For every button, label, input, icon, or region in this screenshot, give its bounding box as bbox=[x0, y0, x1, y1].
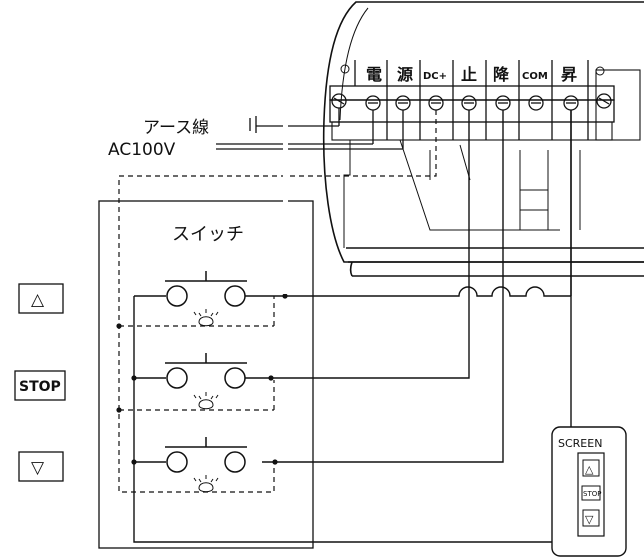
ac100v-label: AC100V bbox=[108, 140, 176, 160]
down-button-symbol: ▽ bbox=[31, 458, 45, 478]
switch-box-title: スイッチ bbox=[172, 224, 244, 245]
remote-stop-label: STOP bbox=[583, 490, 601, 498]
common-rail bbox=[133, 110, 572, 543]
up-indicator-lamp bbox=[193, 309, 219, 327]
riser-mask bbox=[283, 100, 288, 294]
remote-panel: SCREEN △ STOP ▽ bbox=[551, 426, 627, 557]
indicator-lamps bbox=[193, 309, 219, 493]
terminal-label-power2: 源 bbox=[397, 65, 413, 84]
stop-button-label: STOP bbox=[19, 379, 61, 395]
up-switch-contact-right bbox=[224, 285, 246, 307]
switch-output-wires bbox=[245, 100, 571, 463]
switch-box bbox=[98, 200, 314, 549]
stop-button[interactable] bbox=[14, 370, 66, 401]
down-switch-contact-left bbox=[166, 451, 188, 473]
terminal-labels: 電 源 DC+ 止 降 COM 昇 bbox=[366, 65, 577, 84]
remote-title: SCREEN bbox=[558, 437, 602, 450]
terminal-label-stop: 止 bbox=[461, 65, 477, 84]
junction-dots bbox=[116, 293, 288, 465]
terminal-label-dc: DC+ bbox=[423, 71, 447, 82]
stop-switch-contact-right bbox=[224, 367, 246, 389]
indicator-wiring bbox=[118, 110, 437, 493]
remote-down-button[interactable] bbox=[582, 509, 600, 527]
stop-indicator-lamp bbox=[193, 392, 219, 410]
up-button-symbol: △ bbox=[31, 290, 45, 310]
up-button[interactable] bbox=[18, 283, 64, 314]
down-switch-contact-right bbox=[224, 451, 246, 473]
terminal-label-power1: 電 bbox=[366, 65, 382, 84]
earth-wire-label: アース線 bbox=[143, 118, 209, 138]
remote-up-symbol: △ bbox=[585, 463, 594, 476]
mains-leads bbox=[216, 108, 404, 150]
motor-housing bbox=[322, 1, 644, 277]
stop-switch-contact-left bbox=[166, 367, 188, 389]
terminal-label-com: COM bbox=[522, 71, 548, 82]
down-indicator-lamp bbox=[193, 475, 219, 493]
terminal-label-down: 降 bbox=[493, 65, 510, 84]
switch-contacts bbox=[165, 271, 247, 473]
button-legend: △ STOP ▽ bbox=[14, 283, 66, 482]
terminal-label-up: 昇 bbox=[561, 65, 577, 84]
up-switch-contact-left bbox=[166, 285, 188, 307]
remote-down-symbol: ▽ bbox=[585, 513, 594, 526]
remote-up-button[interactable] bbox=[582, 459, 600, 477]
remote-stop-button[interactable] bbox=[581, 485, 601, 501]
down-button[interactable] bbox=[18, 451, 64, 482]
